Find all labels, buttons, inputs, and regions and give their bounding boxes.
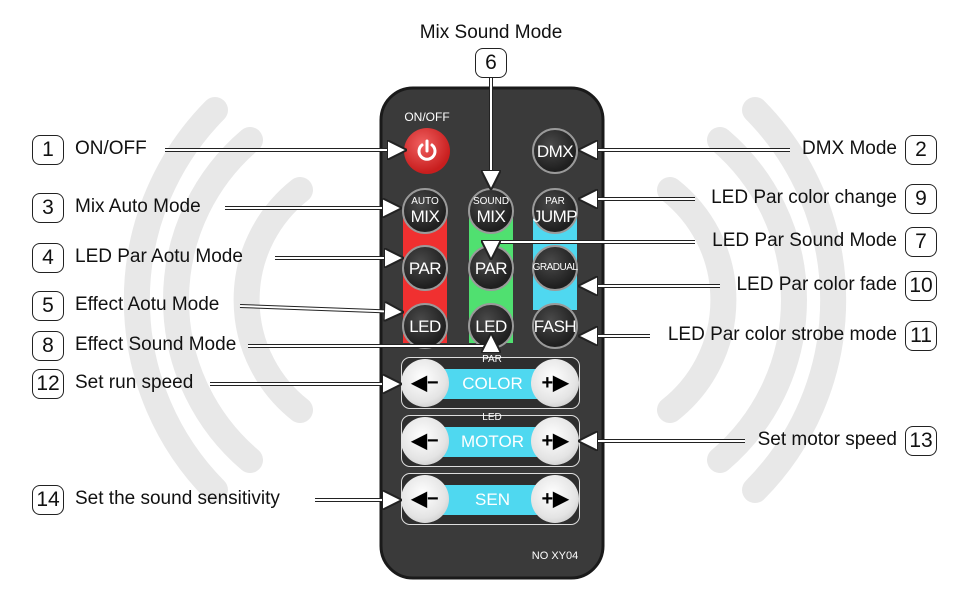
auto-mix-top: AUTO — [411, 196, 439, 207]
callout-label: Mix Auto Mode — [75, 196, 201, 217]
dmx-button[interactable]: DMX — [532, 128, 578, 174]
callout-label: Mix Sound Mode — [419, 22, 563, 43]
power-button[interactable] — [404, 128, 450, 174]
callout-label: Set motor speed — [757, 429, 897, 450]
callout-number: 4 — [32, 243, 64, 273]
slider-top-label: PAR — [482, 354, 502, 365]
callout-number: 3 — [32, 193, 64, 223]
sound-mix-main: MIX — [476, 207, 506, 226]
callout-label: LED Par color change — [711, 187, 897, 208]
callout-label: Set run speed — [75, 372, 194, 393]
callout-number: 14 — [32, 485, 64, 515]
slider-label: COLOR — [440, 369, 545, 399]
minus-button[interactable]: ◀− — [401, 475, 449, 523]
callout-number: 8 — [32, 331, 64, 361]
wave-right-1 — [657, 177, 737, 423]
callout-line-outline — [489, 240, 695, 258]
callout-arrow — [239, 306, 402, 312]
dmx-button-label: DMX — [536, 141, 574, 161]
minus-button[interactable]: ◀− — [401, 359, 449, 407]
callout-label: Set the sound sensitivity — [75, 488, 280, 509]
model-number: NO XY04 — [531, 550, 579, 562]
led-sound-label: LED — [475, 316, 507, 336]
onoff-label: ON/OFF — [404, 110, 450, 124]
power-icon — [417, 139, 437, 161]
fash-button[interactable]: FASH — [532, 303, 578, 349]
wave-right-2 — [707, 127, 807, 473]
callout-label: Effect Sound Mode — [75, 334, 237, 355]
wave-right-3 — [742, 97, 847, 503]
par-jump-main: JUMP — [532, 207, 578, 226]
par-auto-label: PAR — [408, 258, 442, 278]
callout-number: 6 — [475, 48, 507, 78]
gradual-label: GRADUAL — [532, 262, 578, 273]
wave-left-2 — [163, 127, 263, 473]
callout-label: LED Par color fade — [736, 274, 897, 295]
minus-button[interactable]: ◀− — [401, 417, 449, 465]
slider-top-label: LED — [482, 412, 502, 423]
callout-number: 10 — [905, 271, 937, 301]
plus-button[interactable]: +▶ — [531, 475, 579, 523]
callout-label: ON/OFF — [75, 138, 147, 159]
callout-line-outline — [248, 335, 493, 348]
par-sound-label: PAR — [474, 258, 508, 278]
callout-arrow — [248, 335, 491, 346]
callout-number: 12 — [32, 369, 64, 399]
callout-arrow — [491, 242, 695, 258]
par-auto-button[interactable]: PAR — [402, 245, 448, 291]
callout-number: 2 — [905, 135, 937, 165]
slider-label: MOTOR — [440, 427, 545, 457]
callout-number: 7 — [905, 227, 937, 257]
slider-label: SEN — [440, 485, 545, 515]
callout-label: LED Par Sound Mode — [712, 230, 897, 251]
callout-label: Effect Aotu Mode — [75, 294, 220, 315]
callout-number: 13 — [905, 426, 937, 456]
callout-number: 1 — [32, 135, 64, 165]
sound-mix-top: SOUND — [472, 196, 510, 207]
callout-number: 11 — [905, 321, 937, 351]
fash-label: FASH — [533, 316, 577, 336]
callout-label: LED Par color strobe mode — [667, 324, 897, 345]
par-jump-top: PAR — [545, 196, 565, 207]
callout-number: 5 — [32, 291, 64, 321]
callout-label: LED Par Aotu Mode — [75, 246, 243, 267]
auto-mix-main: MIX — [410, 207, 440, 226]
callout-number: 9 — [905, 184, 937, 214]
plus-button[interactable]: +▶ — [531, 359, 579, 407]
led-sound-button[interactable]: LED — [468, 303, 514, 349]
led-auto-label: LED — [409, 316, 441, 336]
plus-button[interactable]: +▶ — [531, 417, 579, 465]
wave-left-3 — [123, 97, 228, 503]
gradual-button[interactable]: GRADUAL — [532, 245, 578, 291]
callout-label: DMX Mode — [801, 138, 897, 159]
